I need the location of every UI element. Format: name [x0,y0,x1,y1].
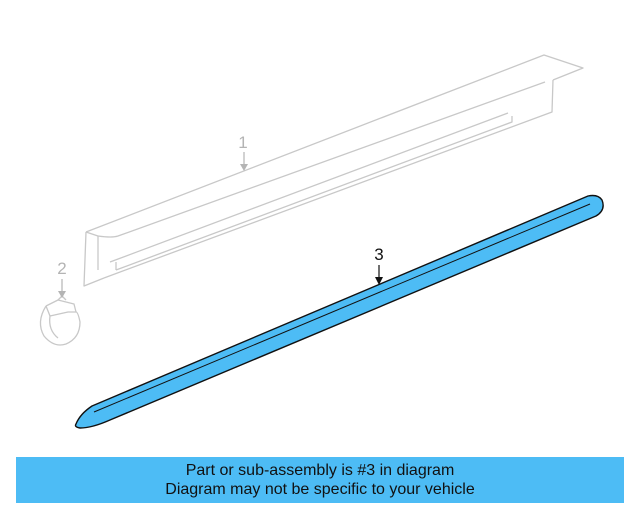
info-banner: Part or sub-assembly is #3 in diagram Di… [16,457,624,503]
callout-2-label: 2 [57,259,66,278]
part-1-rocker-panel [83,54,584,287]
callout-3-label: 3 [374,245,383,264]
callout-1: 1 [238,133,248,171]
part-2-clip [39,295,81,346]
callout-1-arrow-head [240,164,248,171]
callout-2-arrow-head [58,291,66,298]
callout-2: 2 [57,259,67,298]
banner-line-1: Part or sub-assembly is #3 in diagram [185,462,455,479]
callout-3-arrow-head [375,277,383,285]
callout-3: 3 [374,245,384,285]
moulding-body [74,194,604,429]
part-3-moulding [74,194,604,429]
moulding-edge-line [93,203,591,413]
callout-1-label: 1 [238,133,247,152]
banner-line-2: Diagram may not be specific to your vehi… [165,481,475,498]
